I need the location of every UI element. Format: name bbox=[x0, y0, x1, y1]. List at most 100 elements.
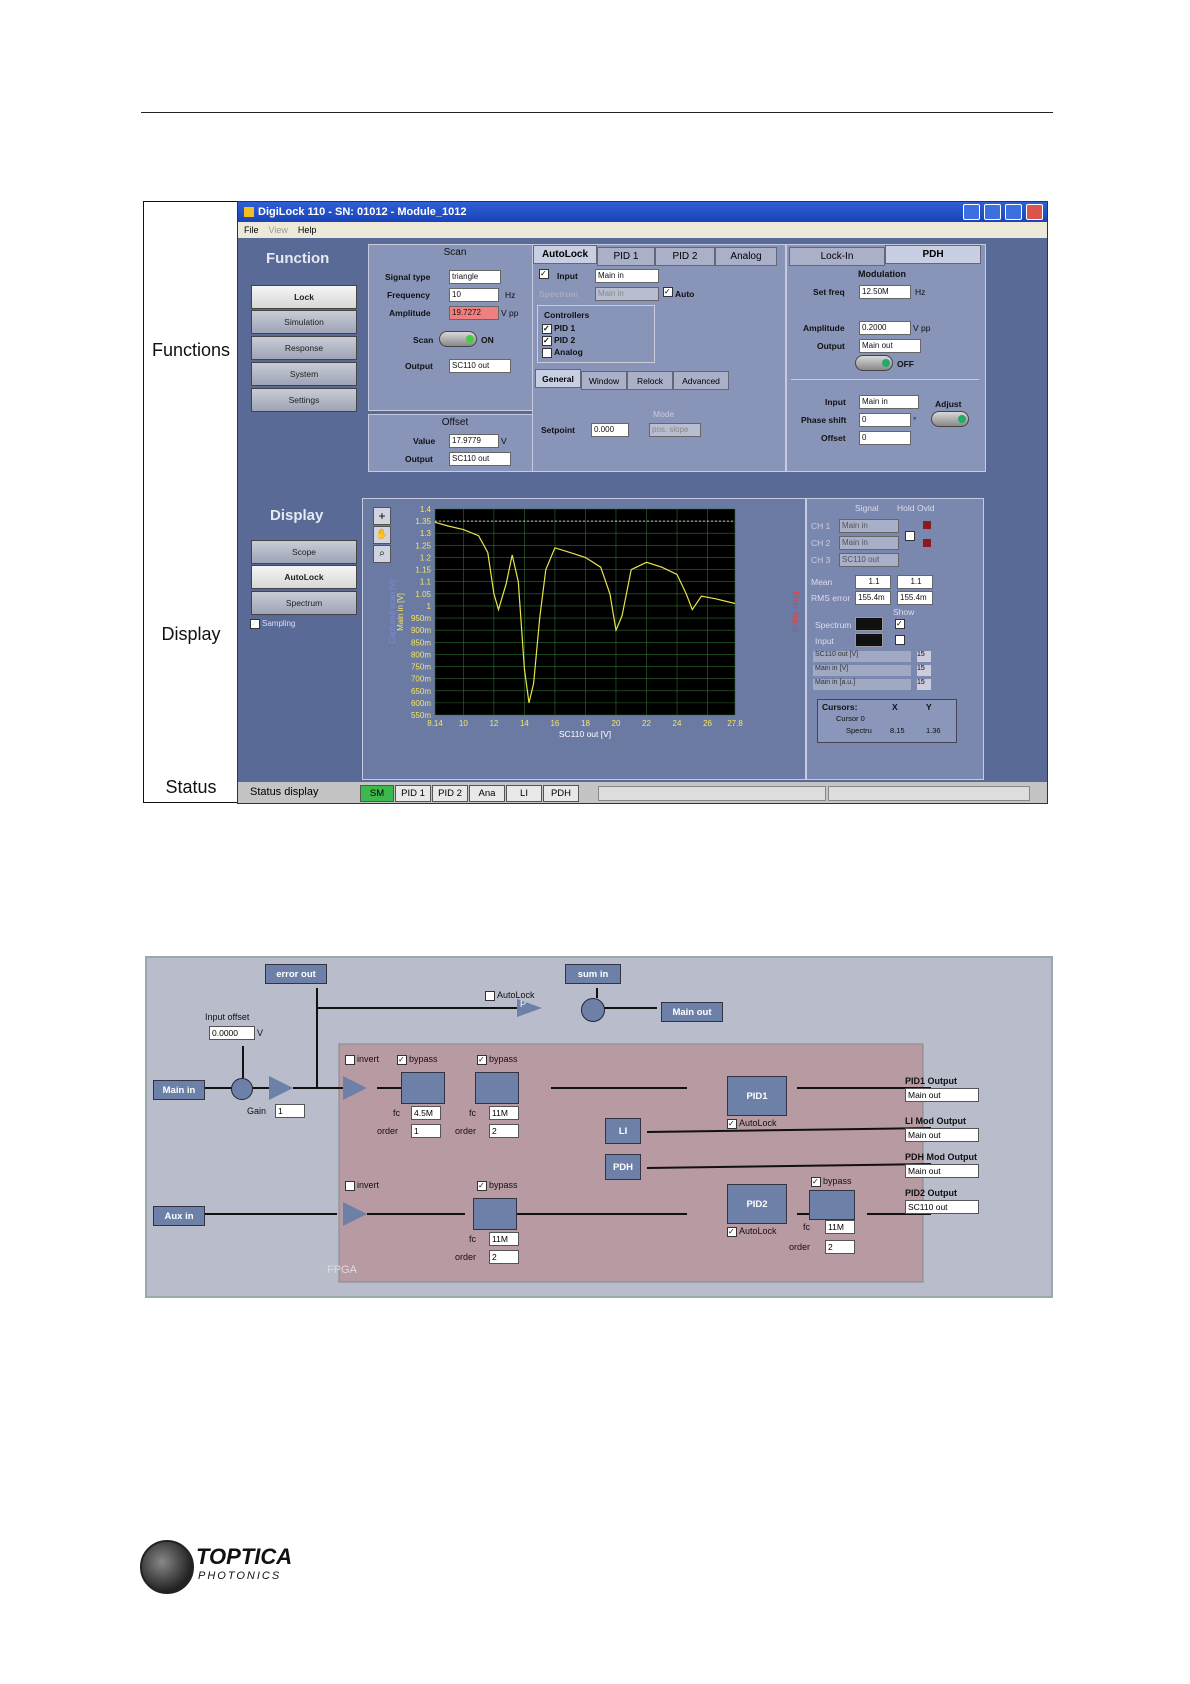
spectrum-show-checkbox[interactable]: ✓ bbox=[895, 619, 905, 629]
pid1-output-field[interactable]: Main out bbox=[905, 1088, 979, 1102]
li-block[interactable]: LI bbox=[605, 1118, 641, 1144]
offset-value-field[interactable]: 17.9779 bbox=[449, 434, 499, 448]
pid2-autolock-checkbox[interactable]: ✓AutoLock bbox=[727, 1226, 777, 1237]
tab-pid2[interactable]: PID 2 bbox=[655, 247, 715, 266]
tab-lockin[interactable]: Lock-In bbox=[789, 247, 885, 266]
scan-toggle[interactable] bbox=[439, 331, 477, 347]
spectrum-button[interactable]: Spectrum bbox=[251, 591, 357, 615]
menu-view[interactable]: View bbox=[268, 225, 288, 235]
input-field[interactable]: Main in bbox=[595, 269, 659, 283]
input-offset-field[interactable]: 0.0000 bbox=[209, 1026, 255, 1040]
status-sm[interactable]: SM bbox=[360, 785, 394, 802]
ch3-field[interactable]: SC110 out bbox=[839, 553, 899, 567]
controller-pid1[interactable]: ✓PID 1 bbox=[542, 323, 576, 334]
lowpass-filter-3[interactable] bbox=[473, 1198, 517, 1230]
auto-checkbox[interactable]: ✓ bbox=[663, 287, 673, 297]
hold-checkbox[interactable] bbox=[905, 531, 915, 541]
tab-pdh[interactable]: PDH bbox=[885, 245, 981, 264]
p-autolock-checkbox[interactable]: AutoLock bbox=[485, 990, 535, 1001]
bypass-checkbox-3[interactable]: ✓bypass bbox=[477, 1180, 518, 1191]
controller-pid2[interactable]: ✓PID 2 bbox=[542, 335, 576, 346]
setpoint-field[interactable]: 0.000 bbox=[591, 423, 629, 437]
error-out-box[interactable]: error out bbox=[265, 964, 327, 984]
main-in-box[interactable]: Main in bbox=[153, 1080, 205, 1100]
bypass-checkbox-4[interactable]: ✓bypass bbox=[811, 1176, 852, 1187]
ch2-field[interactable]: Main in bbox=[839, 536, 899, 550]
invert-checkbox-2[interactable]: invert bbox=[345, 1180, 379, 1191]
simulation-button[interactable]: Simulation bbox=[251, 310, 357, 334]
invert-checkbox-1[interactable]: invert bbox=[345, 1054, 379, 1065]
status-ana[interactable]: Ana bbox=[469, 785, 505, 802]
scale-val-2[interactable]: 15 bbox=[917, 665, 931, 676]
scale-val-3[interactable]: 15 bbox=[917, 679, 931, 690]
status-li[interactable]: LI bbox=[506, 785, 542, 802]
sum-in-box[interactable]: sum in bbox=[565, 964, 621, 984]
bypass-checkbox-2[interactable]: ✓bypass bbox=[477, 1054, 518, 1065]
tab-autolock[interactable]: AutoLock bbox=[533, 245, 597, 264]
mode-field[interactable]: pos. slope bbox=[649, 423, 701, 437]
lowpass-filter-2[interactable] bbox=[475, 1072, 519, 1104]
menu-help[interactable]: Help bbox=[297, 225, 317, 235]
gain-field[interactable]: 1 bbox=[275, 1104, 305, 1118]
frequency-field[interactable]: 10 bbox=[449, 288, 499, 302]
lock-button[interactable]: Lock bbox=[251, 285, 357, 309]
li-mod-output-field[interactable]: Main out bbox=[905, 1128, 979, 1142]
lowpass-filter-1[interactable] bbox=[401, 1072, 445, 1104]
order1-field[interactable]: 1 bbox=[411, 1124, 441, 1138]
main-out-box[interactable]: Main out bbox=[661, 1002, 723, 1022]
mod-output-field[interactable]: Main out bbox=[859, 339, 921, 353]
restore-icon[interactable] bbox=[963, 204, 980, 220]
tab-pid1[interactable]: PID 1 bbox=[597, 247, 655, 266]
spectrum-field[interactable]: Main in bbox=[595, 287, 659, 301]
pid1-autolock-checkbox[interactable]: ✓AutoLock bbox=[727, 1118, 777, 1129]
autolock-display-button[interactable]: AutoLock bbox=[251, 565, 357, 589]
fc4-field[interactable]: 11M bbox=[825, 1220, 855, 1234]
subtab-window[interactable]: Window bbox=[581, 371, 627, 390]
minimize-icon[interactable] bbox=[984, 204, 1001, 220]
controller-analog[interactable]: Analog bbox=[542, 347, 583, 358]
scale-row-mainin-au[interactable]: Main in [a.u.] bbox=[813, 679, 911, 690]
amplitude-field[interactable]: 19.7272 bbox=[449, 306, 499, 320]
menu-file[interactable]: File bbox=[244, 225, 259, 235]
tab-analog[interactable]: Analog bbox=[715, 247, 777, 266]
modulation-toggle[interactable] bbox=[855, 355, 893, 371]
close-icon[interactable] bbox=[1026, 204, 1043, 220]
adjust-toggle[interactable] bbox=[931, 411, 969, 427]
sampling-checkbox[interactable]: ✓Sampling bbox=[250, 619, 296, 629]
phase-shift-field[interactable]: 0 bbox=[859, 413, 911, 427]
zoom-plus-icon[interactable]: + bbox=[373, 507, 391, 525]
ch1-field[interactable]: Main in bbox=[839, 519, 899, 533]
pan-hand-icon[interactable]: ✋ bbox=[373, 526, 391, 544]
zoom-magnifier-icon[interactable]: ⌕ bbox=[373, 545, 391, 563]
settings-button[interactable]: Settings bbox=[251, 388, 357, 412]
cursor-name[interactable]: Cursor 0 bbox=[836, 714, 865, 723]
lowpass-filter-4[interactable] bbox=[809, 1190, 855, 1220]
bypass-checkbox-1[interactable]: ✓bypass bbox=[397, 1054, 438, 1065]
input-checkbox[interactable]: ✓ bbox=[539, 269, 549, 279]
subtab-relock[interactable]: Relock bbox=[627, 371, 673, 390]
order4-field[interactable]: 2 bbox=[825, 1240, 855, 1254]
response-button[interactable]: Response bbox=[251, 336, 357, 360]
status-pid1[interactable]: PID 1 bbox=[395, 785, 431, 802]
order2-field[interactable]: 2 bbox=[489, 1124, 519, 1138]
offset-output-field[interactable]: SC110 out bbox=[449, 452, 511, 466]
scope-button[interactable]: Scope bbox=[251, 540, 357, 564]
status-pid2[interactable]: PID 2 bbox=[432, 785, 468, 802]
subtab-advanced[interactable]: Advanced bbox=[673, 371, 729, 390]
pid1-block[interactable]: PID1 bbox=[727, 1076, 787, 1116]
pid2-output-field[interactable]: SC110 out bbox=[905, 1200, 979, 1214]
pdh-block[interactable]: PDH bbox=[605, 1154, 641, 1180]
subtab-general[interactable]: General bbox=[535, 369, 581, 388]
scale-row-sc110[interactable]: SC110 out [V] bbox=[813, 651, 911, 662]
pdh-offset-field[interactable]: 0 bbox=[859, 431, 911, 445]
signal-type-field[interactable]: triangle bbox=[449, 270, 501, 284]
aux-in-box[interactable]: Aux in bbox=[153, 1206, 205, 1226]
fc1-field[interactable]: 4.5M bbox=[411, 1106, 441, 1120]
fc3-field[interactable]: 11M bbox=[489, 1232, 519, 1246]
scale-val-1[interactable]: 15 bbox=[917, 651, 931, 662]
pdh-mod-output-field[interactable]: Main out bbox=[905, 1164, 979, 1178]
fc2-field[interactable]: 11M bbox=[489, 1106, 519, 1120]
mod-amplitude-field[interactable]: 0.2000 bbox=[859, 321, 911, 335]
pdh-input-field[interactable]: Main in bbox=[859, 395, 919, 409]
input-show-checkbox[interactable] bbox=[895, 635, 905, 645]
